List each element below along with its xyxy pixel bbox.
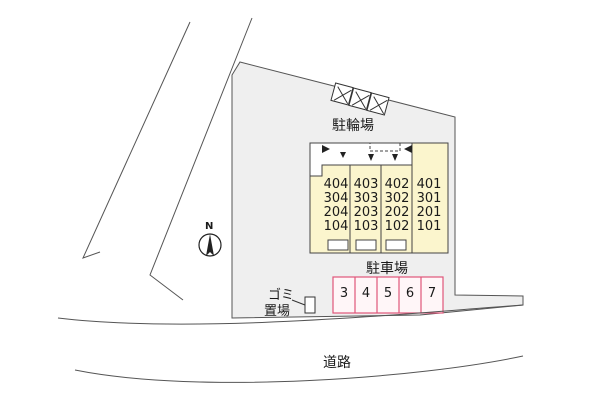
garbage-label-line1: ゴミ xyxy=(268,288,295,303)
north-compass-icon xyxy=(198,233,222,257)
boundary-line-inner xyxy=(149,17,253,301)
north-label: N xyxy=(205,221,214,232)
parking-space-number: 5 xyxy=(383,286,393,301)
road-label: 道路 xyxy=(323,355,351,371)
unit-number: 304 xyxy=(323,191,349,206)
car-parking-label: 駐車場 xyxy=(366,261,408,277)
garbage-leader-line xyxy=(291,299,306,306)
unit-number: 101 xyxy=(416,219,442,234)
unit-number: 201 xyxy=(416,205,442,220)
parking-space-number: 6 xyxy=(405,286,415,301)
parking-area xyxy=(332,276,444,314)
unit-number: 203 xyxy=(353,205,379,220)
parking-space-number: 4 xyxy=(361,286,371,301)
unit-number: 301 xyxy=(416,191,442,206)
unit-number: 403 xyxy=(353,177,379,192)
bicycle-rack-icons xyxy=(330,82,390,116)
road-edge-top xyxy=(57,304,524,325)
unit-number: 401 xyxy=(416,177,442,192)
unit-number: 103 xyxy=(353,219,379,234)
unit-number: 404 xyxy=(323,177,349,192)
boundary-line-left xyxy=(82,21,191,259)
unit-number: 303 xyxy=(353,191,379,206)
unit-number: 104 xyxy=(323,219,349,234)
unit-number: 202 xyxy=(384,205,410,220)
road-edge-bottom xyxy=(74,355,524,383)
parking-space-number: 7 xyxy=(427,286,437,301)
unit-number: 302 xyxy=(384,191,410,206)
garbage-box xyxy=(304,296,316,314)
garbage-label-line2: 置場 xyxy=(264,304,291,319)
unit-number: 102 xyxy=(384,219,410,234)
unit-number: 402 xyxy=(384,177,410,192)
apartment-building xyxy=(309,142,449,254)
unit-number: 204 xyxy=(323,205,349,220)
parking-space-number: 3 xyxy=(339,286,349,301)
bicycle-parking-label: 駐輪場 xyxy=(332,118,374,134)
